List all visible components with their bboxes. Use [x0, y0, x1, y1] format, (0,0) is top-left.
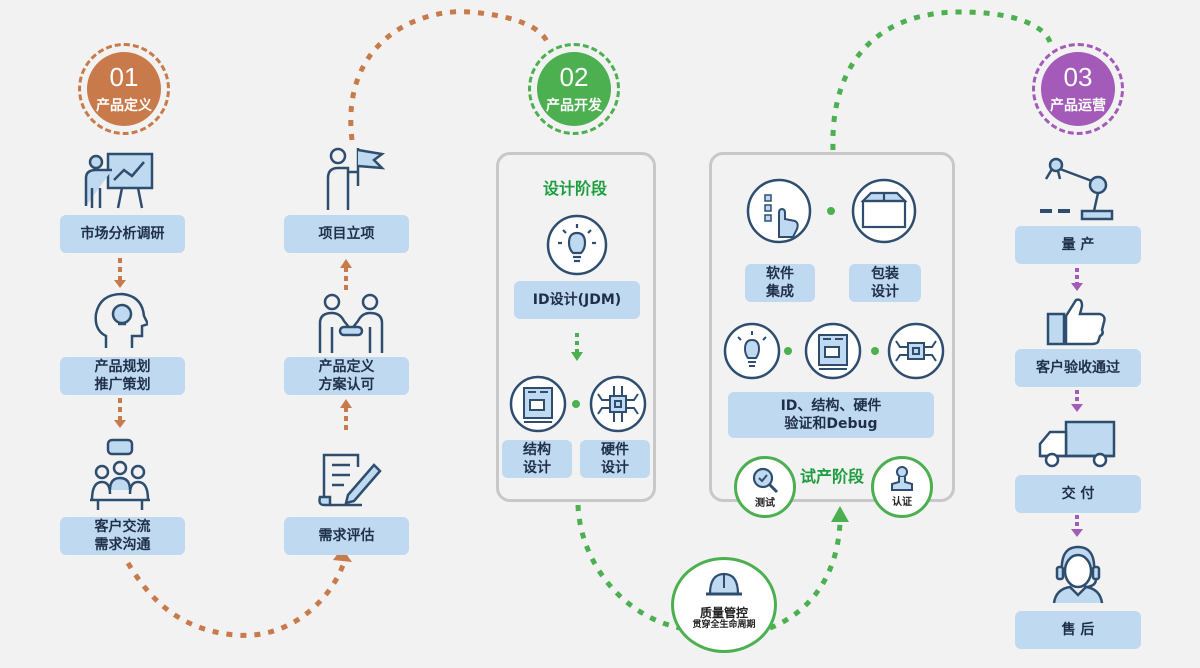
design-stage-title: 设计阶段	[543, 179, 608, 198]
test-circle: 测试	[734, 456, 796, 518]
robot-arm-icon	[1040, 157, 1114, 221]
package-design-box: 包装 设计	[849, 264, 921, 302]
flag-person-icon	[326, 147, 386, 210]
requirement-assessment-box: 需求评估	[284, 517, 409, 555]
cert-circle: 认证	[871, 456, 933, 518]
verification-debug-box: ID、结构、硬件 验证和Debug	[728, 392, 934, 438]
structure-design-box: 结构 设计	[502, 440, 572, 478]
chip-icon	[589, 375, 647, 433]
chip-icon-2	[887, 322, 945, 380]
software-integration-box: 软件 集成	[745, 264, 815, 302]
phase-3-ring	[1032, 43, 1124, 135]
phase-1-ring	[78, 43, 170, 135]
hardware-design-box: 硬件 设计	[580, 440, 650, 478]
mass-production-box: 量 产	[1015, 226, 1141, 264]
stamp-icon	[891, 466, 913, 491]
phase-3-number: 03	[1063, 62, 1093, 92]
phase-2-ring	[528, 43, 620, 135]
thumbs-up-icon	[1046, 298, 1106, 346]
green-bottom-left-arc	[575, 504, 681, 631]
circuit-board-icon-2	[804, 322, 862, 380]
cert-label: 认证	[892, 497, 912, 508]
green-top-arc	[830, 9, 1053, 151]
customer-acceptance-box: 客户验收通过	[1015, 349, 1141, 387]
green-arrowhead	[831, 506, 849, 522]
trial-stage-panel	[709, 152, 955, 502]
hard-hat-icon	[706, 572, 742, 596]
presentation-icon	[84, 152, 154, 209]
phase-1-badge: 01 产品定义	[87, 52, 161, 126]
meeting-icon	[90, 438, 150, 510]
test-label: 测试	[755, 498, 775, 509]
delivery-truck-icon	[1038, 420, 1116, 468]
project-initiation-box: 项目立项	[284, 215, 409, 253]
document-pen-icon	[318, 453, 382, 507]
orange-bottom-arc	[125, 561, 346, 638]
head-bulb-icon	[94, 292, 148, 348]
phase-3-badge: 03 产品运营	[1041, 52, 1115, 126]
id-design-box: ID设计(JDM)	[514, 281, 640, 319]
quality-title: 质量管控	[699, 606, 748, 620]
market-research-box: 市场分析调研	[60, 215, 185, 253]
green-bottom-right-arc	[769, 521, 843, 631]
handshake-icon	[318, 293, 384, 353]
phase-1-label: 产品定义	[96, 98, 152, 114]
trial-stage-title: 试产阶段	[800, 467, 865, 486]
definition-approval-box: 产品定义 方案认可	[284, 357, 409, 395]
touch-app-icon	[746, 178, 812, 244]
phase-2-badge: 02 产品开发	[537, 52, 611, 126]
magnifier-check-icon	[752, 467, 779, 494]
delivery-box: 交 付	[1015, 475, 1141, 513]
phase-2-number: 02	[559, 62, 589, 92]
quality-control-circle: 质量管控 贯穿全生命周期	[671, 557, 777, 653]
phase-1-number: 01	[109, 62, 139, 92]
orange-top-arc	[348, 9, 551, 141]
customer-communication-box: 客户交流 需求沟通	[60, 517, 185, 555]
phase-2-label: 产品开发	[546, 98, 602, 114]
lightbulb-icon	[546, 214, 608, 276]
orange-arrowhead	[333, 548, 352, 562]
after-sales-box: 售 后	[1015, 611, 1141, 649]
product-plan-box: 产品规划 推广策划	[60, 357, 185, 395]
design-stage-panel	[496, 152, 656, 502]
package-box-icon	[851, 178, 917, 244]
phase-3-label: 产品运营	[1050, 98, 1106, 114]
support-agent-icon	[1052, 545, 1104, 604]
quality-subtitle: 贯穿全生命周期	[692, 620, 756, 630]
circuit-board-icon	[509, 375, 567, 433]
lightbulb-icon-2	[723, 322, 781, 380]
